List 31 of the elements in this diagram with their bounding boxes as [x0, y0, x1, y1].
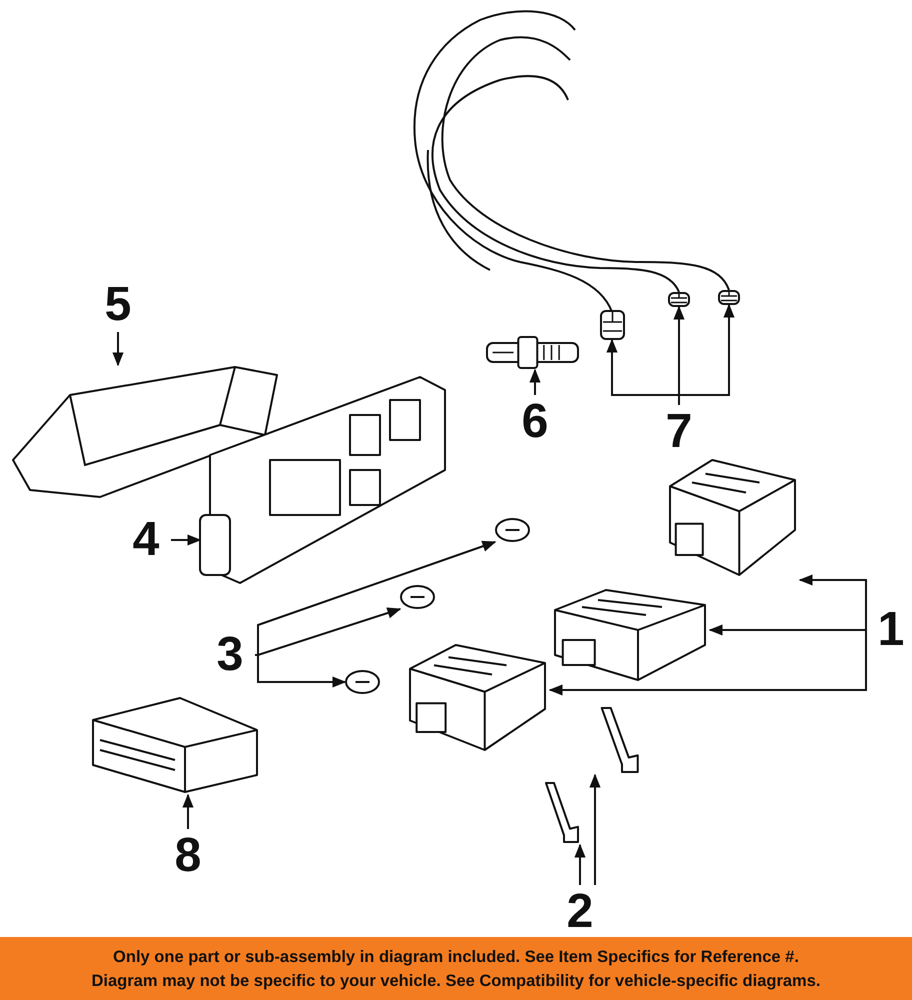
callout-number: 8 — [163, 829, 213, 883]
bulb-drawing — [345, 670, 380, 694]
notice-text: Diagram may not be specific to your vehicle. See Compatibility for vehicle-specific diagrams. — [92, 970, 820, 992]
callout-number: 3 — [205, 628, 255, 682]
leader-line — [574, 844, 586, 885]
leader-line — [112, 332, 124, 366]
sensor-drawing — [485, 335, 580, 370]
leader-line — [171, 534, 202, 546]
panel-drawing — [10, 365, 280, 500]
wire-boot-drawing — [600, 310, 625, 340]
callout-number: 2 — [555, 885, 605, 939]
leader-line — [708, 624, 867, 636]
callout-number: 1 — [866, 603, 912, 657]
leader-line — [548, 629, 867, 696]
callout-number: 4 — [121, 513, 171, 567]
leader-line — [529, 368, 541, 395]
module-box-drawing — [90, 695, 260, 795]
leader-line — [798, 574, 867, 631]
leader-line — [589, 774, 601, 885]
leader-line — [182, 794, 194, 829]
callout-number: 5 — [93, 278, 143, 332]
wire-boot-drawing — [668, 292, 690, 307]
leader-line — [255, 654, 346, 688]
callout-number: 7 — [654, 405, 704, 459]
leader-line — [255, 540, 496, 656]
bulb-drawing — [495, 518, 530, 542]
callout-number: 6 — [510, 395, 560, 449]
leader-line — [678, 304, 735, 405]
bulb-drawing — [400, 585, 435, 609]
wire-boot-drawing — [718, 290, 740, 305]
notice-text: Only one part or sub-assembly in diagram included. See Item Specifics for Reference #. — [113, 946, 799, 968]
